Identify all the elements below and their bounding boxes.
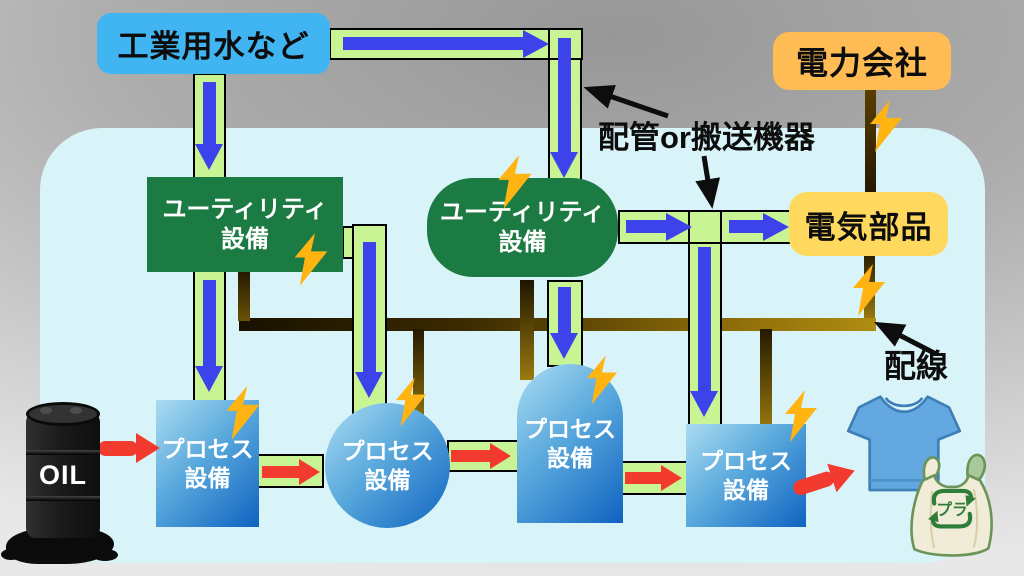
lightning-icon <box>226 386 260 440</box>
utility-left-label-line2: 設備 <box>221 225 269 253</box>
flow-arrowhead-down <box>690 391 718 417</box>
oil-barrel-top <box>26 402 100 426</box>
annotation-wiring-label: 配線 <box>884 348 949 384</box>
flow-arrow-right <box>626 220 668 233</box>
annotation-arrow-piping-up <box>583 84 669 119</box>
oil-barrel-body <box>26 412 100 538</box>
flow-arrowhead-right <box>523 30 549 58</box>
lightning-icon <box>498 155 532 209</box>
flow-arrowhead-down <box>550 152 578 178</box>
material-arrowhead <box>136 433 160 463</box>
flow-arrowhead-down <box>195 144 223 170</box>
lightning-icon <box>586 355 618 405</box>
flow-arrowhead-right <box>666 213 692 241</box>
lightning-icon <box>294 233 328 286</box>
flow-arrowhead-down <box>195 366 223 392</box>
flow-arrow-down <box>558 38 571 154</box>
pipe-junction-line <box>720 210 722 244</box>
wire-utility-mid-to-process3 <box>520 280 534 380</box>
utility-left-label-line1: ユーティリティ <box>162 195 328 223</box>
flow-arrow-right <box>729 220 765 233</box>
flow-arrowhead-right <box>763 213 789 241</box>
utility-mid-label-line2: 設備 <box>498 228 547 256</box>
node-industrial-water: 工業用水など <box>97 13 330 74</box>
process2-label-line1: プロセス <box>341 437 434 464</box>
node-electric-parts: 電気部品 <box>789 192 948 256</box>
flow-arrowhead-down <box>355 372 383 398</box>
process2-label-line2: 設備 <box>364 466 411 493</box>
flow-arrow-down <box>203 82 216 146</box>
oil-barrel-label: OIL <box>39 459 87 490</box>
lightning-icon <box>853 264 885 316</box>
oil-puddle <box>1 528 118 564</box>
node-power-company: 電力会社 <box>773 32 951 90</box>
lightning-icon <box>395 377 427 427</box>
flow-arrow-down <box>203 280 216 368</box>
node-process4: プロセス 設備 <box>686 424 806 527</box>
material-arrowhead <box>661 465 682 491</box>
flow-arrow-right <box>343 37 525 50</box>
flow-arrowhead-down <box>550 333 578 359</box>
material-arrowhead <box>299 459 320 485</box>
flow-arrow-down <box>363 242 376 374</box>
plastic-bag-mark-label: プラ <box>936 500 967 519</box>
node-utility-mid: ユーティリティ 設備 <box>427 178 618 277</box>
utility-mid-label-line1: ユーティリティ <box>439 198 606 226</box>
lightning-icon <box>785 390 817 442</box>
wire-bus-to-utility-left <box>238 271 250 321</box>
plastic-bag-icon: プラ <box>910 453 993 557</box>
process3-label-line2: 設備 <box>547 444 593 471</box>
process3-label-line1: プロセス <box>524 415 616 442</box>
pipe-junction-line <box>548 28 550 60</box>
flow-arrow-down <box>698 247 711 393</box>
power-company-label: 電力会社 <box>795 45 928 81</box>
annotation-arrow-piping-down <box>695 155 721 209</box>
electric-parts-label: 電気部品 <box>804 209 933 245</box>
process4-label-line2: 設備 <box>723 476 769 503</box>
wire-bus-to-process2 <box>413 329 424 415</box>
annotation-arrow-wiring <box>874 321 938 357</box>
process4-label-line1: プロセス <box>700 447 792 474</box>
industrial-water-label: 工業用水など <box>117 29 310 64</box>
annotation-piping-label: 配管or搬送機器 <box>598 120 815 155</box>
material-arrow <box>98 441 138 456</box>
process1-label-line2: 設備 <box>184 464 231 491</box>
material-arrow <box>625 472 662 484</box>
node-process2: プロセス 設備 <box>325 403 450 528</box>
oil-barrel-icon: OIL <box>1 396 118 568</box>
lightning-icon <box>870 100 902 152</box>
process1-label-line1: プロセス <box>161 435 254 462</box>
material-arrow <box>262 466 300 478</box>
material-arrowhead <box>490 443 511 469</box>
flow-arrow-down <box>558 287 571 335</box>
material-arrow <box>451 450 491 462</box>
wire-power-to-parts <box>865 88 876 194</box>
wire-bus-to-process4 <box>760 329 772 428</box>
node-process3: プロセス 設備 <box>517 364 623 523</box>
